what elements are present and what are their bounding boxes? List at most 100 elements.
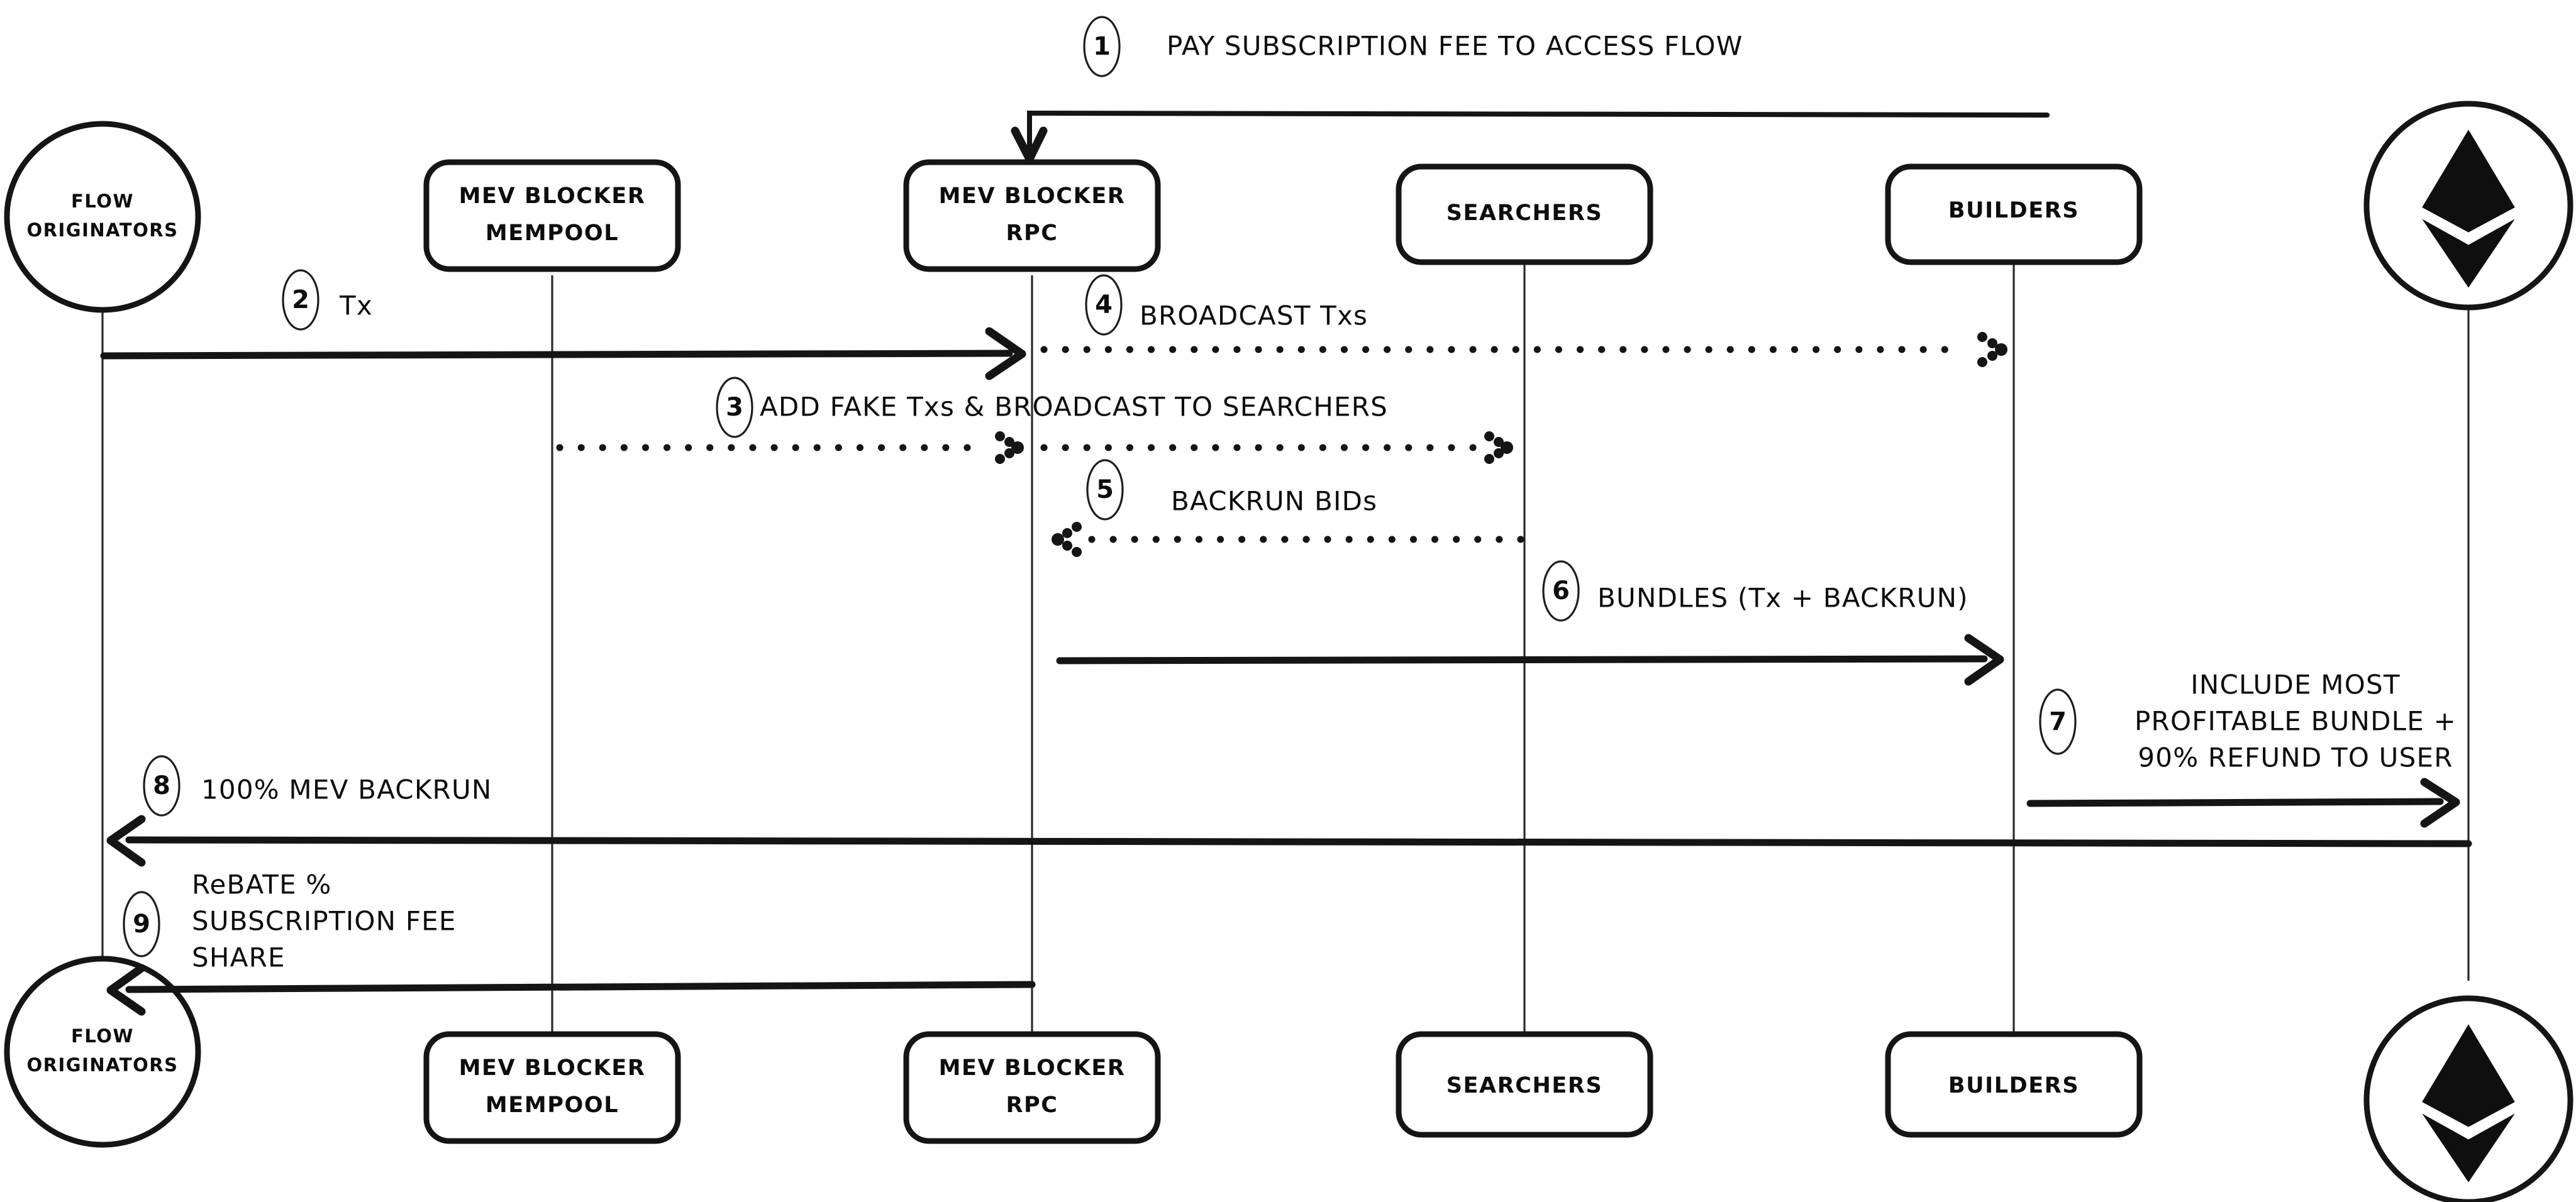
message-6-badge: 6 <box>1542 560 1580 622</box>
message-7-label-line-1: INCLUDE MOST <box>2190 670 2400 700</box>
actor-label: BUILDERS <box>1948 198 2079 223</box>
step-badge-circle <box>1086 459 1124 521</box>
actor-label-line-1: FLOW <box>71 190 134 212</box>
message-9-label-line-1: ReBATE % <box>192 869 331 900</box>
message-1-arrowhead <box>1011 126 1048 163</box>
message-4-badge: 4 <box>1085 274 1123 336</box>
actor-box <box>903 1031 1161 1144</box>
message-8-badge: 8 <box>143 755 180 817</box>
actor-label-line-1: FLOW <box>71 1025 134 1047</box>
message-9-label-line-2: SUBSCRIPTION FEE <box>192 906 457 937</box>
actor-box <box>903 159 1161 272</box>
actor-label-line-1: MEV BLOCKER <box>459 184 646 209</box>
message-6-label: BUNDLES (Tx + BACKRUN) <box>1597 583 1968 614</box>
message-4-label: BROADCAST Txs <box>1140 300 1368 331</box>
message-1-path <box>1027 110 2050 158</box>
message-8-arrow[interactable] <box>106 815 2472 867</box>
step-number: 8 <box>153 771 170 800</box>
step-badge-circle <box>143 755 180 817</box>
actor-builders-top[interactable]: BUILDERS <box>1885 163 2143 265</box>
message-8-label: 100% MEV BACKRUN <box>201 775 492 805</box>
step-badge-circle <box>282 269 319 331</box>
message-7-arrow[interactable] <box>2026 778 2460 828</box>
actor-box <box>1396 1031 1653 1138</box>
actor-mev-blocker-rpc-bottom[interactable]: MEV BLOCKER RPC <box>903 1031 1161 1144</box>
message-9-arrowhead <box>106 964 146 1016</box>
message-7-label-line-2: PROFITABLE BUNDLE + <box>2135 706 2457 737</box>
step-number: 2 <box>292 285 309 314</box>
actor-box <box>1396 163 1653 265</box>
step-badge-circle <box>1083 16 1121 77</box>
message-3-badge: 3 <box>716 377 753 438</box>
message-4-arrow[interactable] <box>1040 332 2007 367</box>
actor-label-line-1: MEV BLOCKER <box>459 1056 646 1081</box>
message-1-arrow[interactable] <box>1011 110 2050 163</box>
actor-mev-blocker-mempool-top[interactable]: MEV BLOCKER MEMPOOL <box>423 159 681 272</box>
step-badge-circle <box>1542 560 1580 622</box>
step-number: 4 <box>1095 290 1113 319</box>
actor-label-line-2: MEMPOOL <box>486 221 619 246</box>
actor-mev-blocker-rpc-top[interactable]: MEV BLOCKER RPC <box>903 159 1161 272</box>
actor-label-line-2: RPC <box>1006 221 1058 246</box>
message-1-badge: 1 <box>1083 16 1121 77</box>
actor-box <box>423 1031 681 1144</box>
actor-ethereum-bottom[interactable] <box>2363 995 2573 1202</box>
message-5-arrow[interactable] <box>1052 522 1524 557</box>
actor-circle <box>4 121 201 313</box>
actor-ethereum-top[interactable] <box>2363 101 2573 311</box>
actor-builders-bottom[interactable]: BUILDERS <box>1885 1031 2143 1138</box>
message-5-badge: 5 <box>1086 459 1124 521</box>
actor-flow-originators-top[interactable]: FLOW ORIGINATORS <box>4 121 201 313</box>
message-6-arrow[interactable] <box>1056 634 2004 686</box>
message-3-arrowhead-b <box>1484 431 1513 464</box>
message-5-arrowhead <box>1052 522 1082 557</box>
actor-box <box>423 159 681 272</box>
step-number: 9 <box>133 910 150 939</box>
message-3-label: ADD FAKE Txs & BROADCAST TO SEARCHERS <box>760 392 1388 422</box>
message-8-arrowhead <box>106 815 146 867</box>
actor-searchers-bottom[interactable]: SEARCHERS <box>1396 1031 1653 1138</box>
actor-box <box>1885 163 2143 265</box>
actor-flow-originators-bottom[interactable]: FLOW ORIGINATORS <box>4 956 201 1148</box>
message-8-line <box>125 836 2472 847</box>
actor-label-line-2: ORIGINATORS <box>27 219 179 241</box>
message-2-badge: 2 <box>282 269 319 331</box>
step-badge-circle <box>123 891 160 957</box>
actor-mev-blocker-mempool-bottom[interactable]: MEV BLOCKER MEMPOOL <box>423 1031 681 1144</box>
actor-box <box>1885 1031 2143 1138</box>
message-2-arrowhead <box>985 327 1026 380</box>
message-3-arrowhead-a <box>995 431 1024 464</box>
message-7-label-line-3: 90% REFUND TO USER <box>2138 742 2453 773</box>
step-number: 3 <box>726 393 743 422</box>
actor-label: SEARCHERS <box>1446 1073 1603 1098</box>
message-9-line <box>125 981 1036 993</box>
actor-label-line-2: RPC <box>1006 1093 1058 1118</box>
actor-label: BUILDERS <box>1948 1073 2079 1098</box>
lifelines <box>101 263 2470 1033</box>
message-2-arrow[interactable] <box>100 327 1026 380</box>
actor-label: SEARCHERS <box>1446 201 1603 226</box>
message-7-badge: 7 <box>2039 688 2077 755</box>
message-3-arrow[interactable] <box>556 431 1513 464</box>
message-2-line <box>100 350 1013 360</box>
actor-circle <box>4 956 201 1148</box>
ethereum-logo-icon <box>2422 130 2515 288</box>
step-number: 6 <box>1552 576 1570 605</box>
step-number: 7 <box>2049 707 2067 736</box>
message-9-arrow[interactable] <box>106 964 1036 1016</box>
actor-label-line-1: MEV BLOCKER <box>939 1056 1126 1081</box>
message-7-arrowhead <box>2420 778 2460 828</box>
message-5-label: BACKRUN BIDs <box>1171 486 1377 517</box>
step-badge-circle <box>1085 274 1123 336</box>
actor-searchers-top[interactable]: SEARCHERS <box>1396 163 1653 265</box>
actor-label-line-2: MEMPOOL <box>486 1093 619 1118</box>
message-7-line <box>2026 798 2444 807</box>
message-6-arrowhead <box>1964 634 2004 686</box>
message-2-label: Tx <box>339 290 373 321</box>
message-9-label-line-3: SHARE <box>192 942 286 973</box>
message-4-arrowhead <box>1977 332 2007 367</box>
message-1-label: PAY SUBSCRIPTION FEE TO ACCESS FLOW <box>1167 31 1743 62</box>
step-badge-circle <box>716 377 753 438</box>
message-6-line <box>1056 655 1988 664</box>
